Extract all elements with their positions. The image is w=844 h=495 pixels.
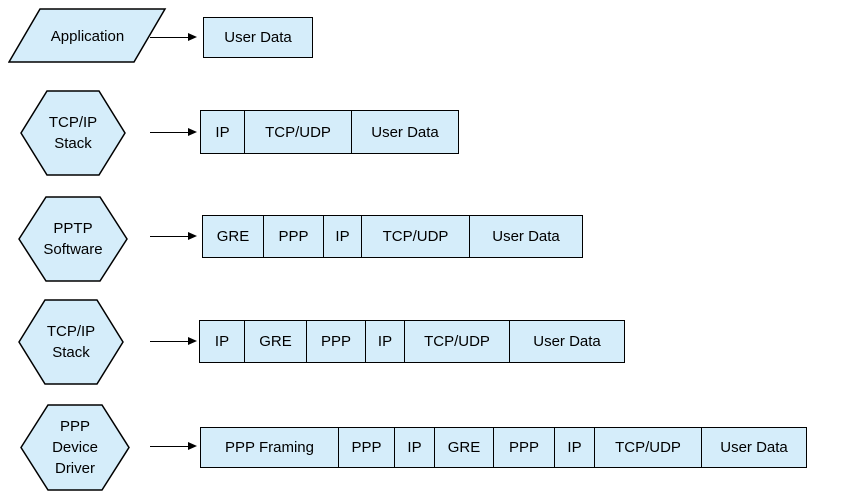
tcpip-stack-hexagon-shape — [20, 90, 126, 176]
packet-segment-ip: IP — [554, 428, 594, 467]
packet-segment-gre: GRE — [244, 321, 306, 362]
flow-arrow-icon — [150, 128, 197, 137]
packet-segment-ip: IP — [394, 428, 434, 467]
packet-segment-ppp: PPP — [263, 216, 323, 257]
packet-segment-gre: GRE — [434, 428, 493, 467]
flow-arrow-icon — [150, 336, 197, 346]
packet-segment-tcp-udp: TCP/UDP — [244, 111, 351, 153]
packet-segment-ip: IP — [215, 123, 230, 141]
packet-segment-ip: IP — [365, 321, 404, 362]
flow-arrow-icon — [150, 32, 197, 42]
packet-segment-gre: GRE — [216, 228, 250, 245]
packet-segment-tcp-udp: TCP/UDP — [594, 428, 701, 467]
packet-segment-user-data: User Data — [509, 321, 624, 362]
packet-segment-user-data: User Data — [701, 428, 806, 467]
packet-segment-user-data: User Data — [469, 216, 582, 257]
pptp-software-hexagon-shape — [18, 196, 128, 282]
packet-segment-ip: IP — [323, 216, 361, 257]
packet-segment-ppp: PPP — [338, 428, 394, 467]
packet-stack-application: User Data — [203, 17, 313, 58]
packet-segment-ppp: PPP — [493, 428, 554, 467]
tcpip-stack2-hexagon-shape — [18, 299, 124, 385]
packet-segment-user-data: User Data — [351, 111, 458, 153]
packet-segment-ppp-framing: PPP Framing — [225, 439, 314, 456]
packet-segment-ppp: PPP — [306, 321, 365, 362]
packet-segment-user-data: User Data — [224, 29, 292, 46]
flow-arrow-icon — [150, 231, 197, 241]
packet-segment-tcp-udp: TCP/UDP — [361, 216, 469, 257]
flow-arrow-icon — [150, 442, 197, 451]
application-parallelogram-shape — [8, 8, 167, 63]
packet-segment-tcp-udp: TCP/UDP — [404, 321, 509, 362]
packet-segment-ip: IP — [214, 333, 230, 350]
ppp-device-driver-hexagon-shape — [20, 404, 130, 491]
